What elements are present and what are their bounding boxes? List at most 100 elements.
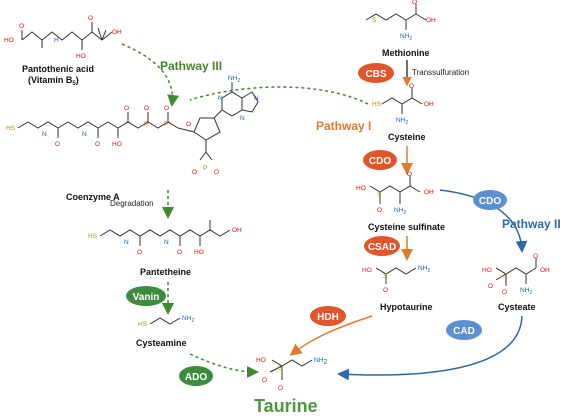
atom-label: S [377, 191, 382, 198]
cysteine-sulfinate-label: Cysteine sulfinate [368, 222, 445, 232]
cysteamine-label: Cysteamine [136, 338, 187, 348]
atom-label: HO [76, 53, 86, 60]
coenzyme-a-label: Coenzyme A [66, 192, 120, 202]
atom-label: HS [372, 101, 382, 108]
atom-label: S [383, 273, 388, 280]
atom-label: O [88, 15, 93, 22]
atom-label: O [186, 121, 191, 128]
atom-label: O [412, 0, 417, 6]
atom-label: HO [4, 37, 14, 44]
atom-label: P [203, 165, 207, 172]
atom-label: OH [112, 29, 122, 36]
atom-label: O [278, 385, 283, 392]
atom-label: O [409, 83, 414, 90]
atom-label: HO [482, 267, 492, 274]
coenzyme-a-structure: HS N O N O HO P P O O O O P O O NH2 N N … [6, 75, 259, 176]
atom-label: O [407, 171, 412, 178]
enzyme-cbs-label: CBS [365, 69, 386, 80]
methionine-label: Methionine [382, 48, 430, 58]
pathway-ii-arrow [439, 189, 528, 253]
degradation-label: Degradation [110, 199, 154, 208]
atom-label: NH2 [314, 357, 327, 366]
atom-label: HO [356, 185, 366, 192]
atom-label: O [214, 169, 219, 176]
atom-label: NH2 [520, 287, 532, 296]
atom-label: O [95, 141, 100, 148]
atom-label: HO [112, 141, 122, 148]
atom-label: OH [424, 189, 434, 196]
enzyme-cad [446, 320, 482, 340]
atom-label: HS [138, 321, 148, 328]
pathway-ii-label: Pathway II [502, 217, 561, 231]
atom-label: O [144, 105, 149, 112]
atom-label: O [177, 249, 182, 256]
cysteamine-structure: HS NH2 [138, 315, 194, 328]
hypotaurine-structure: HO S O NH2 [362, 265, 430, 294]
atom-label: O [164, 105, 169, 112]
taurine-label: Taurine [254, 396, 318, 416]
cysteine-sulfinate-structure: HO S O O OH NH2 [356, 171, 434, 216]
atom-label: N [124, 239, 129, 246]
atom-label: O [377, 207, 382, 214]
atom-label: HO [362, 267, 372, 274]
atom-label: NH2 [182, 315, 194, 324]
atom-label: S [278, 365, 283, 372]
enzyme-csad-label: CSAD [368, 242, 396, 253]
atom-label: N [82, 131, 87, 138]
atom-label: N [42, 131, 47, 138]
atom-label: H [54, 37, 59, 44]
hypotaurine-label: Hypotaurine [380, 302, 433, 312]
atom-label: O [124, 105, 129, 112]
atom-label: OH [426, 17, 436, 24]
atom-label: OH [540, 267, 550, 274]
enzyme-cdo-ii [473, 190, 507, 210]
atom-label: NH2 [394, 207, 406, 216]
atom-label: HO [194, 249, 204, 256]
enzyme-csad [364, 236, 400, 256]
atom-label: S [503, 273, 508, 280]
pantetheine-structure: HS N O N O HO OH [88, 220, 242, 256]
cad-arrow [337, 315, 523, 381]
atom-label: N [254, 95, 259, 102]
enzyme-cad-label: CAD [453, 326, 475, 337]
atom-label: O [383, 287, 388, 294]
atom-label: HO [256, 357, 266, 364]
atom-label: OH [424, 101, 434, 108]
enzyme-cdo-ii-label: CDO [479, 196, 501, 207]
enzyme-vanin-label: Vanin [133, 292, 160, 303]
enzyme-cdo-i-label: CDO [369, 156, 391, 167]
atom-label: NH2 [418, 265, 430, 274]
atom-label: S [372, 17, 377, 24]
taurine-structure: HO S O O NH2 [256, 357, 327, 392]
methionine-structure: S O OH NH2 [365, 0, 436, 42]
atom-label: O [533, 253, 538, 260]
atom-label: NH2 [396, 117, 408, 126]
transsulfuration-label: Transsulfuration [412, 68, 469, 77]
pantothenic-acid-label: Pantothenic acid [22, 64, 94, 74]
cysteate-label: Cysteate [498, 302, 536, 312]
atom-label: O [192, 169, 197, 176]
atom-label: P [164, 121, 168, 128]
atom-label: O [137, 249, 142, 256]
hdh-arrow [289, 315, 373, 356]
atom-label: N [218, 95, 223, 102]
enzyme-cbs [358, 63, 394, 83]
atom-label: P [144, 121, 148, 128]
enzyme-ado-label: ADO [185, 372, 207, 383]
vitamin-b5-label: (Vitamin B5) [28, 75, 79, 87]
atom-label: O [19, 23, 24, 30]
atom-label: O [488, 283, 493, 290]
pathway-i-label: Pathway I [316, 119, 371, 133]
enzyme-hdh [310, 306, 346, 326]
atom-label: NH2 [228, 75, 240, 84]
cysteine-label: Cysteine [388, 132, 426, 142]
atom-label: NH2 [400, 33, 412, 42]
pathway-iii-label: Pathway III [160, 59, 222, 73]
pathway-iii-arrow [121, 43, 180, 107]
atom-label: O [262, 377, 267, 384]
cysteate-structure: HO S O O O OH NH2 [482, 253, 550, 296]
enzyme-cdo-i [363, 150, 397, 170]
enzyme-hdh-label: HDH [317, 312, 339, 323]
ado-arrow [189, 353, 259, 378]
